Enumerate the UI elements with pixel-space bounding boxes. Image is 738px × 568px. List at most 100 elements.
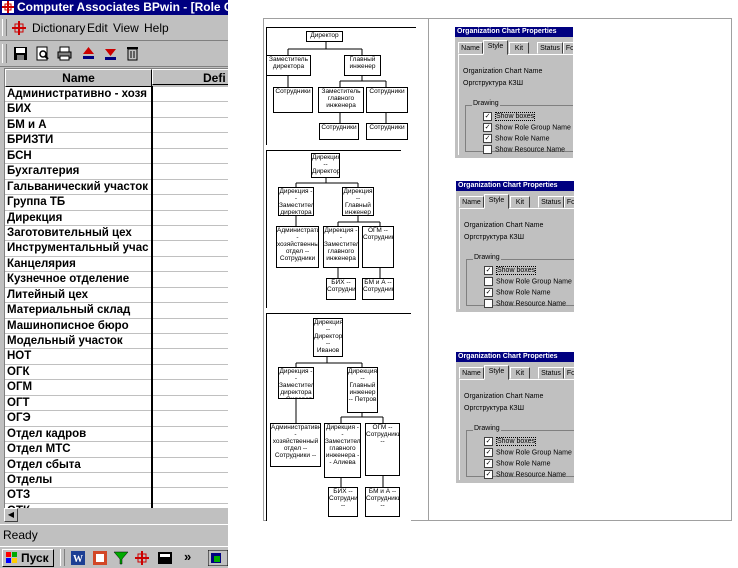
row-name-cell[interactable]: Административно - хозя [7,88,148,100]
row-name-cell[interactable]: Отдел кадров [7,427,87,440]
table-row[interactable]: Инструментальный учас [5,241,228,257]
row-definition-cell[interactable] [154,334,228,348]
row-definition-cell[interactable] [154,164,228,178]
title-bar[interactable]: Computer Associates BPwin - [Role Gr [0,0,228,15]
row-definition-cell[interactable] [154,87,228,101]
row-name-cell[interactable]: ОГК [7,365,30,378]
row-definition-cell[interactable] [154,365,228,379]
row-name-cell[interactable]: Литейный цех [7,288,88,301]
row-definition-cell[interactable] [154,303,228,317]
move-down-icon[interactable] [102,45,119,62]
row-name-cell[interactable]: Отдел сбыта [7,458,81,471]
tab-kit[interactable]: Kit [509,42,529,54]
option-show-role-name[interactable]: ✓Show Role Name [483,134,550,143]
table-row[interactable]: Отдел сбыта [5,458,228,473]
table-row[interactable]: Заготовительный цех [5,226,228,242]
chart-name-value[interactable]: Оргструктура КЗШ [463,80,523,87]
option-show-resource-name[interactable]: Show Resource Name [483,145,565,154]
row-definition-cell[interactable] [154,488,228,502]
tab-name[interactable]: Name [459,367,484,379]
row-name-cell[interactable]: Заготовительный цех [7,226,132,239]
option-show-boxes[interactable]: ✓Show boxes [484,437,537,447]
quicklaunch-grip[interactable] [60,549,65,566]
tab-status[interactable]: Status [538,196,564,208]
table-row[interactable]: НОТ [5,349,228,365]
row-name-cell[interactable]: ОГЭ [7,412,31,425]
option-show-role-group-name[interactable]: Show Role Group Name [484,277,572,286]
table-row[interactable]: Гальванический участок [5,180,228,196]
row-name-cell[interactable]: БИХ [7,103,32,116]
menu-view[interactable]: View [113,21,139,35]
row-name-cell[interactable]: ОГТ [7,396,30,409]
row-definition-cell[interactable] [154,319,228,333]
table-row[interactable]: Канцелярия [5,257,228,273]
checkbox-icon[interactable]: ✓ [484,459,493,468]
print-icon[interactable] [56,45,73,62]
tab-font[interactable]: Fo [563,42,573,54]
tab-style[interactable]: Style [483,40,508,55]
option-show-role-group-name[interactable]: ✓Show Role Group Name [483,123,571,132]
powerpoint-icon[interactable] [92,550,108,566]
table-row[interactable]: Машинописное бюро [5,319,228,334]
row-definition-cell[interactable] [154,257,228,271]
checkbox-icon[interactable]: ✓ [484,288,493,297]
checkbox-icon[interactable] [484,277,493,286]
checkbox-icon[interactable]: ✓ [484,470,493,479]
table-row[interactable]: Административно - хозя [5,87,228,103]
row-name-cell[interactable]: Отделы [7,473,53,486]
row-definition-cell[interactable] [154,473,228,487]
table-row[interactable]: Модельный участок [5,334,228,350]
scroll-left-icon[interactable]: ◀ [4,508,18,522]
table-row[interactable]: БИХ [5,102,228,118]
checkbox-icon[interactable]: ✓ [484,437,493,446]
move-up-icon[interactable] [80,45,97,62]
row-name-cell[interactable]: ОТЗ [7,489,31,502]
dialog-title[interactable]: Organization Chart Properties [456,352,574,362]
menu-help[interactable]: Help [144,21,169,35]
more-chevron[interactable]: » [184,549,192,564]
row-name-cell[interactable]: ОГМ [7,381,33,394]
table-row[interactable]: ОГК [5,365,228,381]
row-definition-cell[interactable] [154,442,228,456]
row-name-cell[interactable]: ОТК [5,504,152,509]
row-name-cell[interactable]: Кузнечное отделение [7,273,130,286]
delete-icon[interactable] [124,45,141,62]
mdi-child-icon[interactable] [11,20,27,36]
row-name-cell[interactable]: Модельный участок [7,335,123,347]
row-definition-cell[interactable] [154,396,228,410]
row-name-cell[interactable]: Инструментальный учас [7,242,149,255]
table-row[interactable]: ОТЗ [5,488,228,504]
option-show-resource-name[interactable]: Show Resource Name [484,299,566,308]
row-definition-cell[interactable] [154,226,228,240]
menu-edit[interactable]: Edit [87,21,108,35]
toolbar-grip[interactable] [2,44,7,63]
row-name-cell[interactable]: Группа ТБ [7,196,66,209]
chart-name-value[interactable]: Оргструктура КЗШ [464,405,524,412]
row-definition-cell[interactable] [154,380,228,394]
tab-font[interactable]: Fo [564,367,574,379]
option-show-role-group-name[interactable]: ✓Show Role Group Name [484,448,572,457]
checkbox-icon[interactable] [484,299,493,308]
tab-font[interactable]: Fo [564,196,574,208]
tab-style[interactable]: Style [484,365,509,380]
row-name-cell[interactable]: Материальный склад [7,304,131,317]
table-row[interactable]: ОГМ [5,380,228,396]
row-definition-cell[interactable] [154,102,228,116]
row-name-cell[interactable]: БРИЗТИ [7,134,54,147]
table-row[interactable]: Отдел кадров [5,427,228,443]
row-name-cell[interactable]: НОТ [7,350,32,363]
row-definition-cell[interactable] [154,241,228,255]
option-show-role-name[interactable]: ✓Show Role Name [484,459,551,468]
row-definition-cell[interactable] [154,288,228,302]
table-row[interactable]: ОГЭ [5,411,228,427]
table-row[interactable]: Бухгалтерия [5,164,228,180]
table-row[interactable]: ОГТ [5,396,228,412]
menu-grip[interactable] [2,19,7,36]
option-show-resource-name[interactable]: ✓Show Resource Name [484,470,567,479]
tab-name[interactable]: Name [459,196,484,208]
column-divider[interactable] [151,86,153,510]
horizontal-scrollbar[interactable]: ◀ [4,508,228,522]
row-definition-cell[interactable] [154,349,228,363]
tab-style[interactable]: Style [484,194,509,209]
table-row[interactable]: БСН [5,149,228,165]
